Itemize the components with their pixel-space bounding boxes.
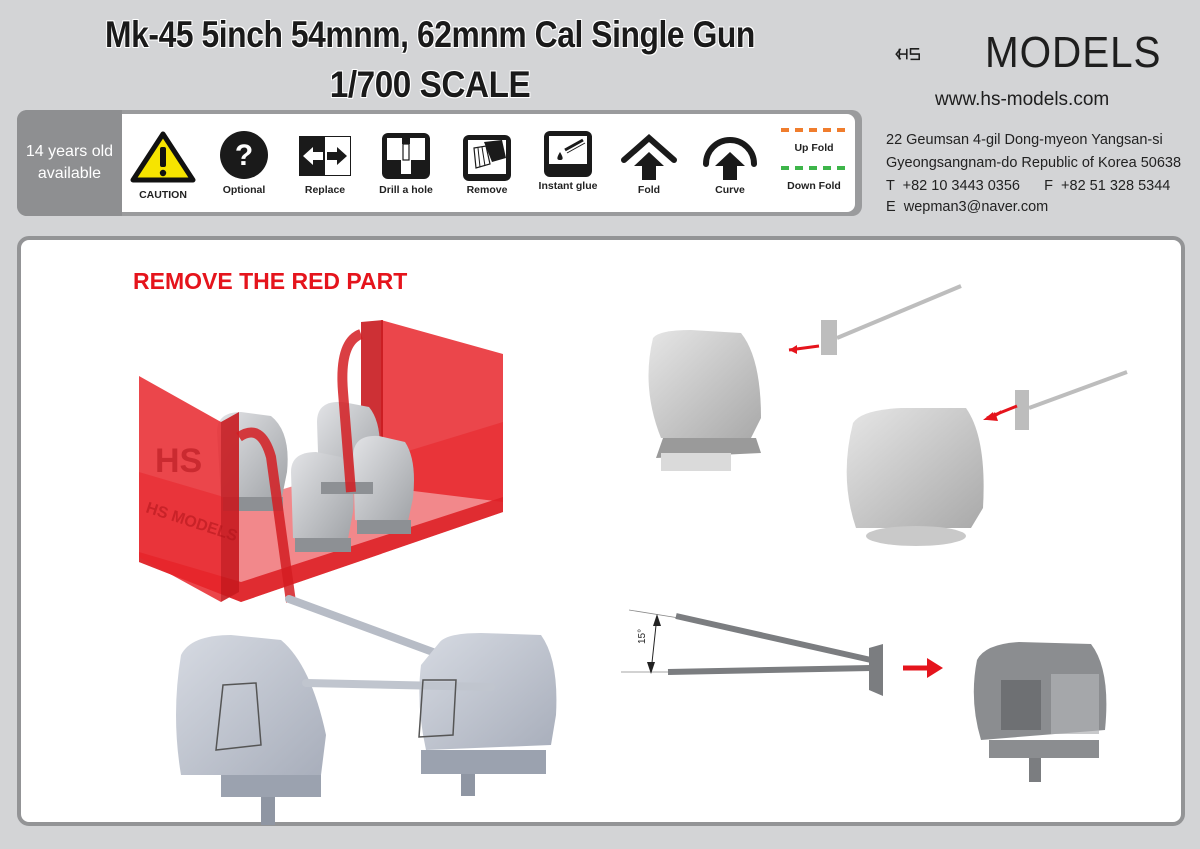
fold-line-legend: Up Fold Down Fold xyxy=(777,114,857,212)
symbol-caution: CAUTION xyxy=(123,114,203,212)
caution-icon xyxy=(130,131,196,183)
scale-title: 1/700 SCALE xyxy=(329,64,531,105)
curve-icon xyxy=(703,137,757,180)
email: E wepman3@naver.com xyxy=(886,199,1049,215)
barrel-part-illustration xyxy=(1015,370,1128,430)
fold-icon xyxy=(621,134,677,180)
red-arrow-icon xyxy=(927,658,943,678)
symbol-remove: Remove xyxy=(447,114,527,212)
symbol-curve: Curve xyxy=(690,114,770,212)
up-fold-line-icon xyxy=(781,128,845,132)
symbol-instant-glue: Instant glue xyxy=(528,114,608,212)
instruction-title: Mk-45 5inch 54mnm, 62mnm Cal Single Gun xyxy=(105,14,755,55)
up-fold-label: Up Fold xyxy=(794,142,834,154)
down-fold-line-icon xyxy=(781,166,845,170)
down-fold-label: Down Fold xyxy=(787,180,841,192)
symbol-optional: ? Optional xyxy=(204,114,284,212)
red-arrow-icon xyxy=(983,404,1018,420)
brand-name: MODELS xyxy=(985,28,1162,77)
replace-icon xyxy=(299,136,351,176)
address-line-1: 22 Geumsan 4-gil Dong-myeon Yangsan-si xyxy=(886,132,1163,148)
instruction-panel: REMOVE THE RED PART xyxy=(17,236,1185,826)
angle-label: 15° xyxy=(637,629,648,644)
symbol-fold: Fold xyxy=(609,114,689,212)
hs-logo-icon xyxy=(895,48,920,61)
svg-text:HS: HS xyxy=(155,442,202,480)
phone-fax: T +82 10 3443 0356 F +82 51 328 5344 xyxy=(886,178,1171,194)
remove-red-part-note: REMOVE THE RED PART xyxy=(133,268,408,294)
svg-text:?: ? xyxy=(235,139,253,172)
drill-icon xyxy=(382,133,430,179)
symbol-drill: Drill a hole xyxy=(366,114,446,212)
symbol-list: CAUTION ? Optional Replace xyxy=(122,114,855,212)
symbol-replace: Replace xyxy=(285,114,365,212)
website-link[interactable]: www.hs-models.com xyxy=(935,89,1110,110)
optional-icon: ? xyxy=(220,131,268,179)
assembled-turrets-illustration xyxy=(176,595,557,825)
elevation-diagram: 15° xyxy=(621,609,1107,782)
red-frame-sprue-illustration: HS HS MODELS xyxy=(139,320,503,603)
barrel-insertion-illustration xyxy=(648,284,1001,546)
glue-icon xyxy=(544,131,592,177)
address-line-2: Gyeongsangnam-do Republic of Korea 50638 xyxy=(886,155,1182,171)
remove-icon xyxy=(463,135,511,181)
